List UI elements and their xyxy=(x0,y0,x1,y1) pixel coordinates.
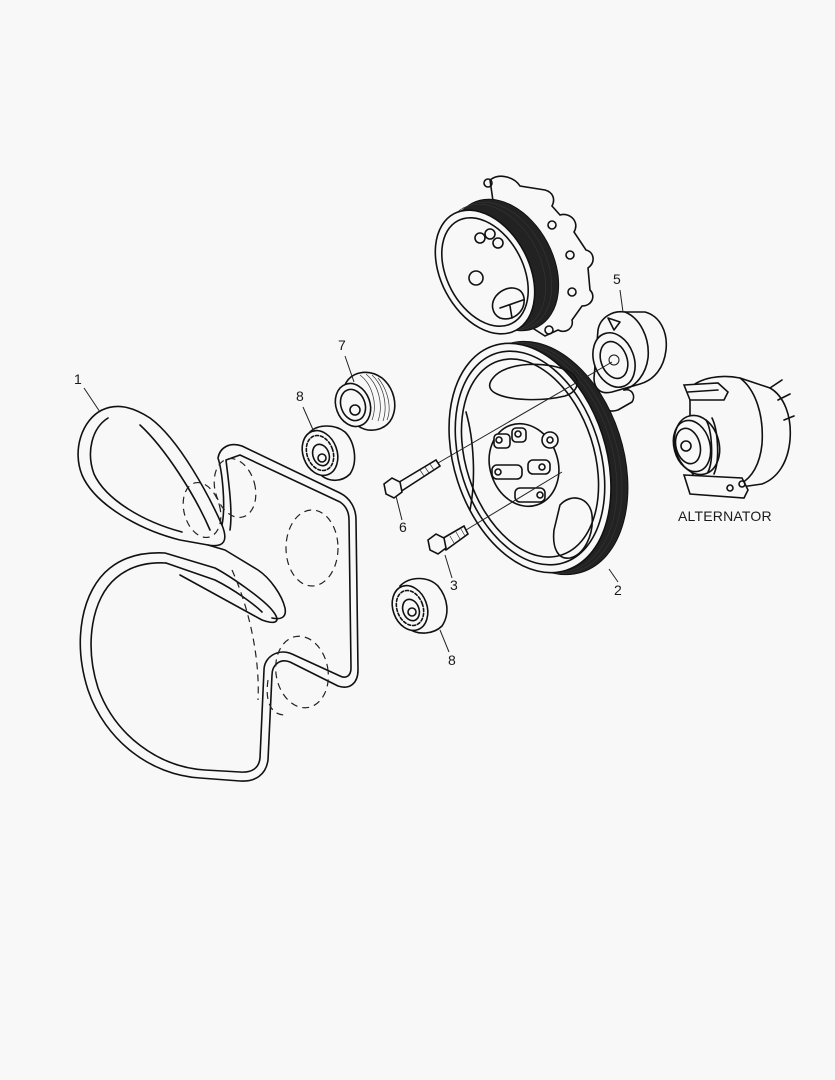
callout-1: 1 xyxy=(74,371,82,387)
hub-bosses xyxy=(491,427,559,503)
alternator xyxy=(672,375,795,499)
bolt-lower xyxy=(427,471,563,555)
callout-5: 5 xyxy=(613,271,621,287)
belt-tensioner xyxy=(592,310,668,412)
bolt-upper xyxy=(383,361,613,499)
pump-pulley-housing xyxy=(434,175,594,337)
callout-7: 7 xyxy=(338,337,346,353)
callout-numbers: 1 2 3 5 6 7 8 8 xyxy=(74,271,622,668)
idler-pulley-grooved xyxy=(334,371,396,431)
callout-8-lower: 8 xyxy=(448,652,456,668)
callout-6: 6 xyxy=(399,519,407,535)
callout-2: 2 xyxy=(614,582,622,598)
drive-belt xyxy=(77,405,359,782)
idler-pulley-lower xyxy=(391,577,448,634)
alternator-label: ALTERNATOR xyxy=(678,508,772,524)
idler-pulley-upper xyxy=(301,425,356,482)
leader-lines xyxy=(83,289,624,653)
callout-8-upper: 8 xyxy=(296,388,304,404)
callout-3: 3 xyxy=(450,577,458,593)
